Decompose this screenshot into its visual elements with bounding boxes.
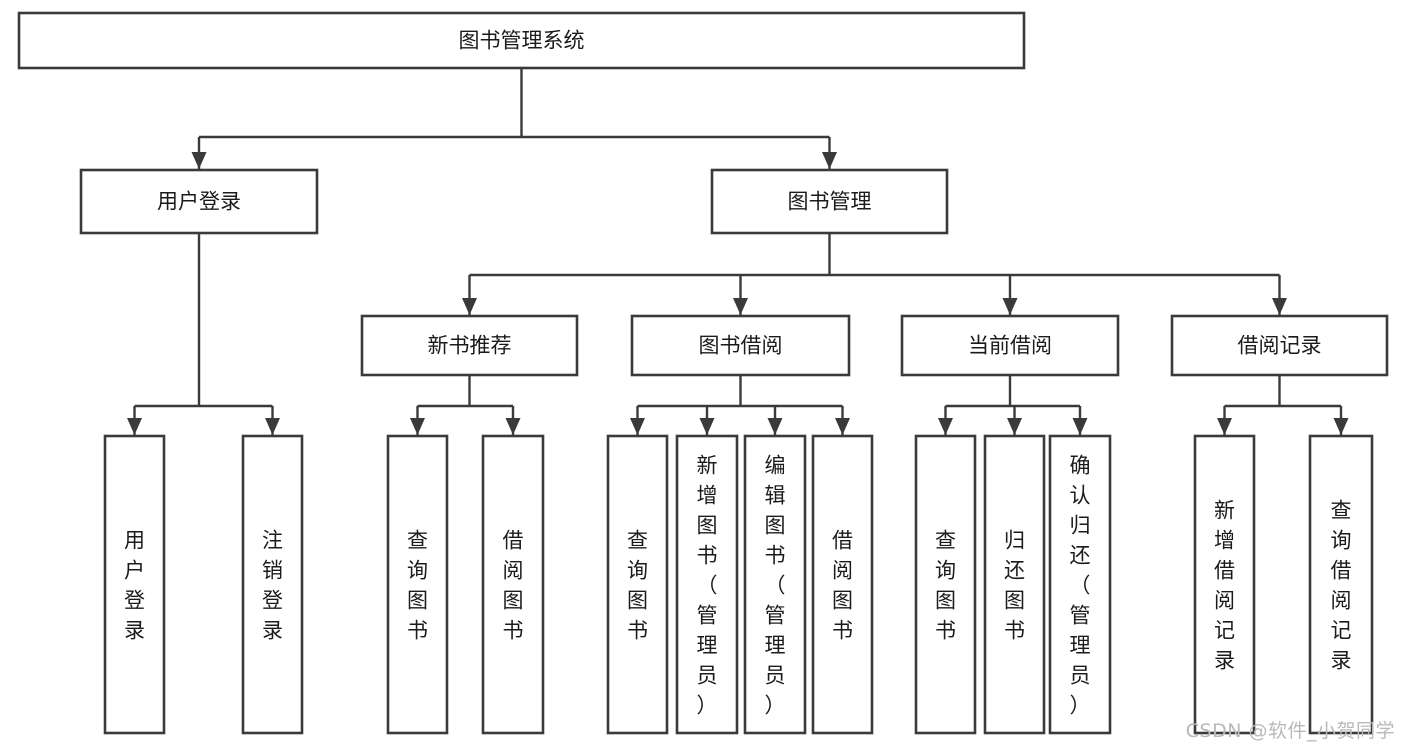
- leaf-node-leaf-query-book-cur[interactable]: 查询图书: [914, 434, 977, 735]
- arrow-down-icon: [1272, 298, 1287, 315]
- arrow-down-icon: [1217, 418, 1232, 435]
- root-node-label: 图书管理系统: [459, 29, 585, 53]
- level2-node-book-manage-label: 图书管理: [788, 190, 872, 214]
- arrow-down-icon: [630, 418, 645, 435]
- connector-layer: [127, 68, 1349, 435]
- leaf-node-leaf-query-book-rec-box[interactable]: [386, 434, 449, 735]
- leaf-node-leaf-logout-login-box[interactable]: [241, 434, 304, 735]
- leaf-node-leaf-query-book-rec[interactable]: 查询图书: [386, 434, 449, 735]
- leaf-node-leaf-add-borrow-record[interactable]: 新增借阅记录: [1193, 434, 1256, 735]
- leaf-node-leaf-edit-book-admin-box[interactable]: [743, 434, 807, 735]
- leaf-node-leaf-logout-login-label: 注销登录: [262, 529, 283, 643]
- leaf-node-leaf-query-book-cur-box[interactable]: [914, 434, 977, 735]
- arrow-down-icon: [1072, 418, 1088, 435]
- arrow-down-icon: [505, 418, 521, 435]
- leaf-node-leaf-add-borrow-record-box[interactable]: [1193, 434, 1256, 735]
- level3-node-new-book-recommend[interactable]: 新书推荐: [360, 314, 579, 377]
- arrow-down-icon: [835, 418, 850, 435]
- root-node[interactable]: 图书管理系统: [17, 11, 1026, 70]
- level3-node-new-book-recommend-label: 新书推荐: [428, 334, 512, 358]
- leaf-node-leaf-query-borrow-record-box[interactable]: [1308, 434, 1374, 735]
- leaf-node-leaf-logout-login[interactable]: 注销登录: [241, 434, 304, 735]
- level2-node-user-login-box[interactable]: [79, 168, 319, 235]
- leaf-node-leaf-borrow-book-bor[interactable]: 借阅图书: [811, 434, 874, 735]
- leaf-node-leaf-borrow-book-bor-box[interactable]: [811, 434, 874, 735]
- leaf-node-leaf-borrow-book-bor-label: 借阅图书: [832, 529, 853, 643]
- leaf-node-leaf-user-login-box[interactable]: [103, 434, 166, 735]
- level3-node-book-borrow-label: 图书借阅: [699, 334, 783, 358]
- leaf-node-leaf-borrow-book-rec-label: 借阅图书: [503, 529, 524, 643]
- leaf-node-leaf-query-borrow-record-label: 查询借阅记录: [1331, 499, 1352, 673]
- leaf-node-leaf-query-borrow-record[interactable]: 查询借阅记录: [1308, 434, 1374, 735]
- level3-node-book-borrow-box[interactable]: [630, 314, 851, 377]
- arrow-down-icon: [462, 298, 477, 315]
- arrow-down-icon: [1333, 418, 1349, 435]
- arrow-down-icon: [767, 418, 783, 435]
- leaf-node-leaf-query-book-bor-label: 查询图书: [627, 529, 648, 643]
- leaf-node-leaf-edit-book-admin[interactable]: 编辑图书（管理员）: [743, 434, 807, 735]
- arrow-down-icon: [1002, 298, 1018, 315]
- level2-node-book-manage[interactable]: 图书管理: [710, 168, 949, 235]
- level3-node-borrow-record[interactable]: 借阅记录: [1170, 314, 1389, 377]
- arrow-down-icon: [733, 298, 748, 315]
- arrow-down-icon: [265, 418, 280, 435]
- leaf-node-leaf-confirm-return-admin-label: 确认归还（管理员）: [1070, 454, 1091, 718]
- leaf-node-leaf-borrow-book-rec[interactable]: 借阅图书: [481, 434, 545, 735]
- level2-node-user-login-label: 用户登录: [157, 190, 241, 214]
- leaf-node-leaf-edit-book-admin-label: 编辑图书（管理员）: [765, 454, 786, 718]
- arrow-down-icon: [822, 152, 837, 169]
- leaf-node-leaf-add-borrow-record-label: 新增借阅记录: [1214, 499, 1235, 673]
- level3-node-borrow-record-label: 借阅记录: [1238, 334, 1322, 358]
- leaf-node-leaf-user-login[interactable]: 用户登录: [103, 434, 166, 735]
- leaf-node-leaf-user-login-label: 用户登录: [124, 529, 145, 643]
- leaf-node-leaf-borrow-book-rec-box[interactable]: [481, 434, 545, 735]
- leaf-node-leaf-query-book-rec-label: 查询图书: [407, 529, 428, 643]
- arrow-down-icon: [699, 418, 715, 435]
- leaf-node-leaf-add-book-admin-box[interactable]: [675, 434, 739, 735]
- root-node-box[interactable]: [17, 11, 1026, 70]
- leaf-node-leaf-confirm-return-admin[interactable]: 确认归还（管理员）: [1048, 434, 1112, 735]
- level3-node-current-borrow[interactable]: 当前借阅: [900, 314, 1120, 377]
- arrow-down-icon: [938, 418, 953, 435]
- level3-node-new-book-recommend-box[interactable]: [360, 314, 579, 377]
- leaf-node-leaf-add-book-admin[interactable]: 新增图书（管理员）: [675, 434, 739, 735]
- arrow-down-icon: [1007, 418, 1022, 435]
- level3-node-current-borrow-label: 当前借阅: [968, 334, 1052, 358]
- node-layer: 图书管理系统用户登录图书管理新书推荐图书借阅当前借阅借阅记录用户登录注销登录查询…: [17, 11, 1389, 735]
- leaf-node-leaf-query-book-bor-box[interactable]: [606, 434, 669, 735]
- level2-node-user-login[interactable]: 用户登录: [79, 168, 319, 235]
- leaf-node-leaf-add-book-admin-label: 新增图书（管理员）: [697, 454, 718, 718]
- leaf-node-leaf-return-book[interactable]: 归还图书: [983, 434, 1046, 735]
- arrow-down-icon: [127, 418, 142, 435]
- leaf-node-leaf-query-book-bor[interactable]: 查询图书: [606, 434, 669, 735]
- level3-node-book-borrow[interactable]: 图书借阅: [630, 314, 851, 377]
- leaf-node-leaf-return-book-label: 归还图书: [1004, 529, 1025, 643]
- level3-node-current-borrow-box[interactable]: [900, 314, 1120, 377]
- arrow-down-icon: [191, 152, 207, 169]
- leaf-node-leaf-return-book-box[interactable]: [983, 434, 1046, 735]
- level2-node-book-manage-box[interactable]: [710, 168, 949, 235]
- leaf-node-leaf-confirm-return-admin-box[interactable]: [1048, 434, 1112, 735]
- leaf-node-leaf-query-book-cur-label: 查询图书: [935, 529, 956, 643]
- level3-node-borrow-record-box[interactable]: [1170, 314, 1389, 377]
- arrow-down-icon: [410, 418, 425, 435]
